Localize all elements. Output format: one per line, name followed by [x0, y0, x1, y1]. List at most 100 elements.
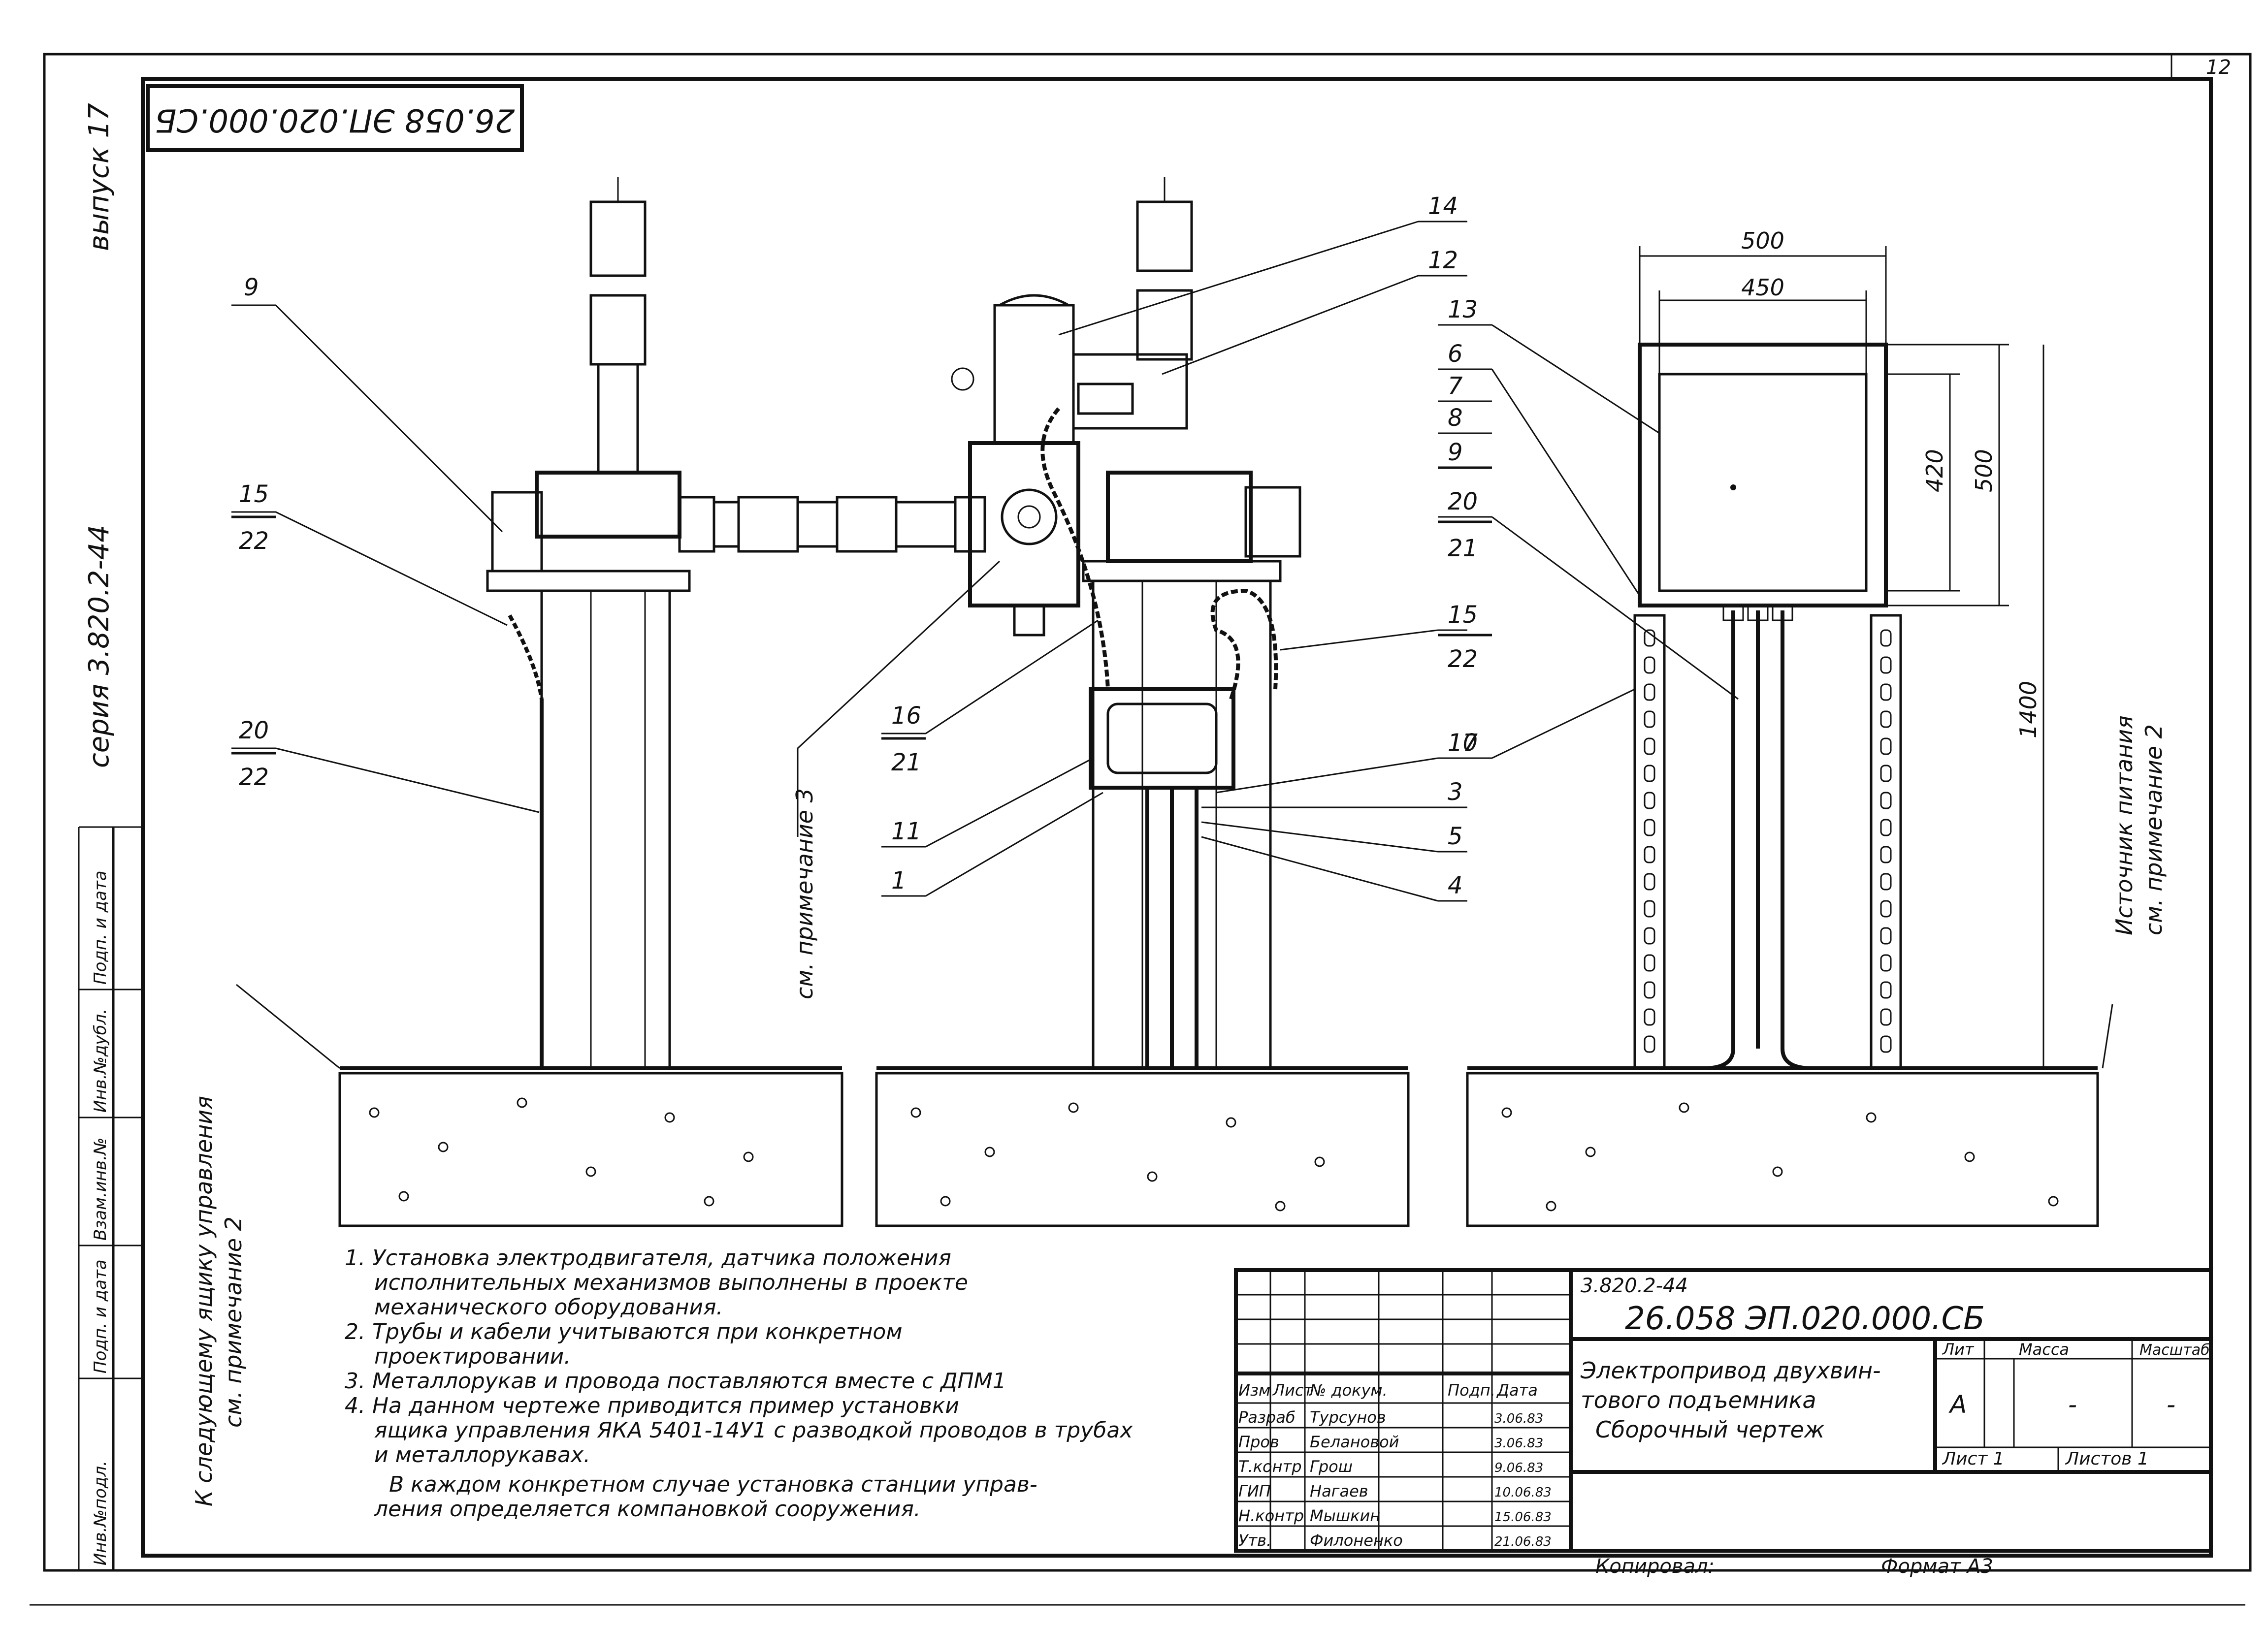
post-hole [1644, 873, 1655, 891]
dim-420: 420 [1921, 449, 1948, 492]
dimensions: 500 450 420 500 1400 [1639, 227, 2044, 1068]
head-doc: № докум. [1309, 1381, 1388, 1400]
mass-value: - [2068, 1390, 2077, 1419]
copied-label: Копировал: [1595, 1555, 1715, 1578]
note-line: ящика управления ЯКА 5401-14У1 с разводк… [374, 1418, 1133, 1443]
foundation-left [338, 1066, 843, 1227]
title-person-date: 9.06.83 [1494, 1461, 1543, 1475]
title-person-name: Мышкин [1310, 1506, 1380, 1525]
callout-15-left: 15 [239, 480, 269, 508]
format-label: Формат А3 [1881, 1555, 1993, 1578]
side-stamp-4: Инв.№дубл. [91, 1009, 110, 1113]
callout-5: 5 [1448, 823, 1463, 850]
title-person-role: Н.контр [1238, 1506, 1304, 1525]
callout-8: 8 [1448, 404, 1463, 432]
callout-1: 1 [891, 867, 907, 894]
head-izm: Изм [1238, 1381, 1270, 1400]
note-line: ления определяется компановкой сооружени… [374, 1497, 921, 1522]
note-line: 1. Установка электродвигателя, датчика п… [345, 1245, 951, 1271]
drawing-frame: 12 [30, 53, 2252, 1606]
title-person-date: 21.06.83 [1494, 1534, 1552, 1549]
rotated-doc-code-text: 26.058 ЭП.020.000.СБ [155, 101, 515, 138]
post-hole [1880, 819, 1892, 836]
callouts: 9 15 22 20 22 14 12 16 21 11 1 13 6 7 8 … [231, 192, 1492, 899]
title-person-role: Утв. [1238, 1531, 1271, 1550]
issue-label: выпуск 17 [83, 103, 115, 251]
next-box-label: К следующему ящику управления [191, 1096, 217, 1506]
leader-lines [231, 221, 2113, 1069]
post-hole [1880, 710, 1892, 728]
callout-22-left-a: 22 [239, 527, 269, 555]
post-hole [1880, 792, 1892, 809]
callout-21-middle: 21 [891, 749, 921, 776]
title-doc-code: 26.058 ЭП.020.000.СБ [1625, 1301, 1985, 1337]
next-box-note: см. примечание 2 [220, 1216, 247, 1428]
callout-20-right: 20 [1448, 488, 1478, 515]
series-label: серия 3.820.2-44 [83, 525, 115, 768]
title-person-name: Нагаев [1310, 1482, 1368, 1500]
sheet-label: Лист 1 [1942, 1449, 2005, 1469]
note-line: проектировании. [374, 1344, 571, 1369]
post-hole [1880, 1035, 1892, 1053]
post-hole [1880, 873, 1892, 891]
post-hole [1644, 710, 1655, 728]
callout-3: 3 [1448, 778, 1463, 806]
post-hole [1644, 737, 1655, 755]
post-hole [1880, 656, 1892, 674]
title-person-role: Т.контр [1238, 1457, 1302, 1476]
power-source-label: Источник питания [2111, 715, 2138, 935]
page-number: 12 [2206, 56, 2231, 79]
title-person-date: 10.06.83 [1494, 1485, 1552, 1500]
side-stamp: Подп. и дата Инв.№дубл. Взам.инв.№ Подп.… [78, 826, 143, 1570]
dim-500-vertical: 500 [1971, 449, 1997, 492]
callout-13: 13 [1448, 296, 1478, 323]
note-line: исполнительных механизмов выполнены в пр… [374, 1270, 968, 1295]
post-hole [1644, 1035, 1655, 1053]
notes-block: 1. Установка электродвигателя, датчика п… [345, 1245, 1133, 1522]
head-sign: Подп. [1448, 1381, 1495, 1400]
title-person-name: Турсунов [1310, 1408, 1386, 1427]
post-hole [1880, 981, 1892, 999]
note-line: 3. Металлорукав и провода поставляются в… [345, 1369, 1006, 1394]
title-person-name: Белановой [1310, 1433, 1399, 1451]
callout-17: 17 [1448, 729, 1478, 757]
foundation-right [1466, 1066, 2099, 1227]
head-list: Лист [1272, 1381, 1313, 1400]
post-hole [1880, 765, 1892, 782]
rotated-doc-code: 26.058 ЭП.020.000.СБ [146, 84, 524, 152]
title-line-3: Сборочный чертеж [1595, 1416, 1825, 1443]
post-hole [1880, 900, 1892, 918]
title-person-role: Пров [1238, 1433, 1279, 1451]
callout-22-left-b: 22 [239, 764, 269, 791]
title-line-2: тового подъемника [1581, 1387, 1816, 1413]
scale-head: Масштаб [2139, 1341, 2210, 1359]
title-person-date: 3.06.83 [1494, 1411, 1543, 1426]
right-view-control-box [1633, 343, 1902, 1070]
title-person-date: 3.06.83 [1494, 1436, 1543, 1451]
post-hole [1880, 927, 1892, 945]
side-stamp-1: Инв.№подл. [91, 1461, 110, 1565]
note-line: и металлорукавах. [374, 1442, 590, 1468]
note-line: В каждом конкретном случае установка ста… [389, 1472, 1037, 1497]
sheets-label: Листов 1 [2065, 1449, 2149, 1469]
post-hole [1880, 846, 1892, 863]
side-stamp-5: Подп. и дата [91, 870, 110, 985]
callout-14: 14 [1428, 192, 1458, 220]
foundation-middle [875, 1066, 1410, 1227]
coupling-shaft [713, 496, 986, 553]
dim-1400: 1400 [2015, 681, 2041, 738]
post-hole [1644, 900, 1655, 918]
title-person-name: Грош [1310, 1457, 1353, 1476]
post-hole [1880, 683, 1892, 701]
callout-16: 16 [891, 702, 921, 730]
scale-value: - [2167, 1390, 2175, 1419]
side-stamp-3: Взам.инв.№ [91, 1138, 110, 1241]
post-hole [1880, 737, 1892, 755]
note-line: 2. Трубы и кабели учитываются при конкре… [345, 1319, 903, 1344]
title-person-date: 15.06.83 [1494, 1510, 1552, 1525]
left-view-jack [486, 177, 715, 1070]
title-person-role: ГИП [1238, 1482, 1271, 1500]
callout-7: 7 [1448, 372, 1463, 400]
callout-6: 6 [1448, 340, 1463, 368]
